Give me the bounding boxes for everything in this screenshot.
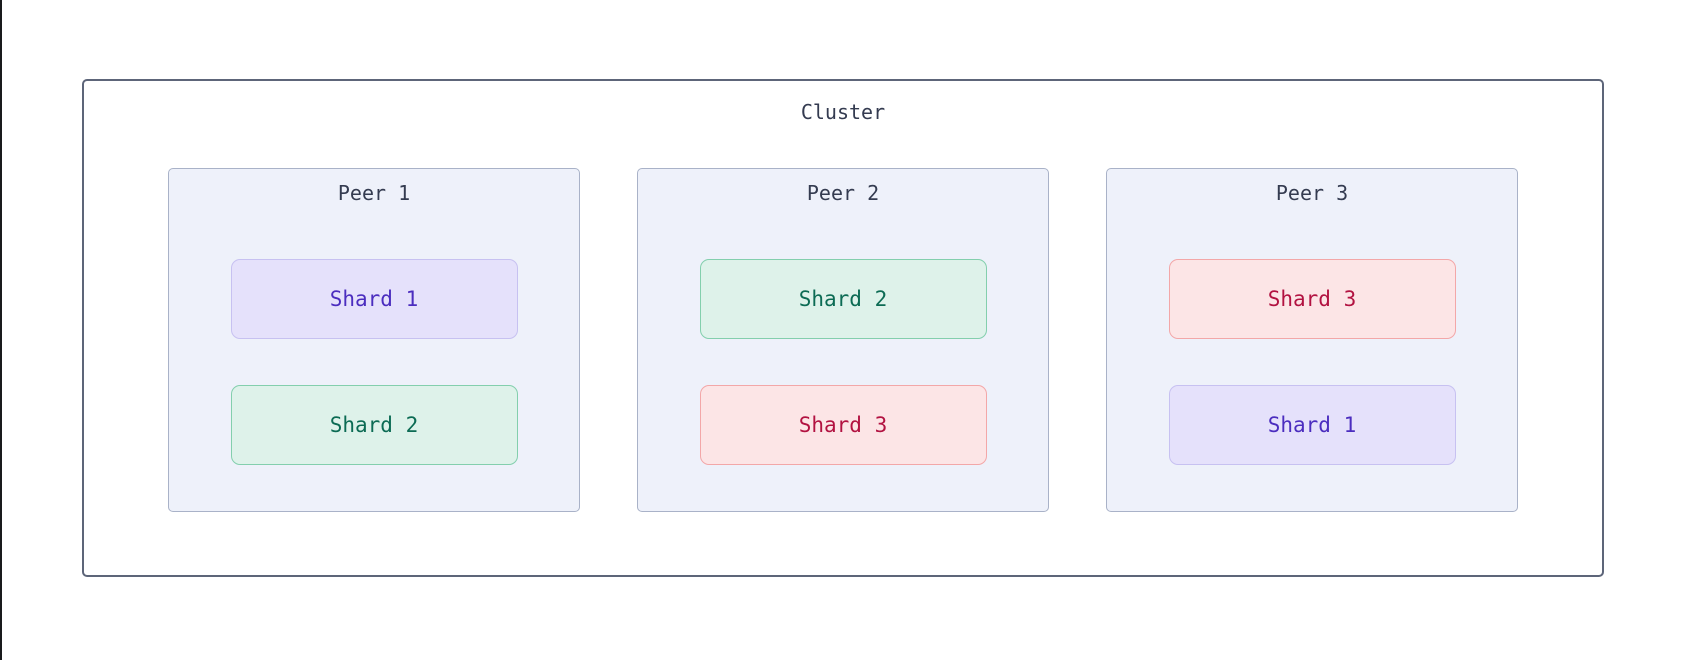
- shard-box: Shard 1: [230, 259, 518, 339]
- peer-3-label: Peer 3: [1275, 181, 1349, 205]
- peer-2-shards: Shard 2 Shard 3: [638, 259, 1048, 465]
- peer-box-3: Peer 3 Shard 3 Shard 1: [1106, 168, 1518, 512]
- shard-box: Shard 1: [1168, 385, 1456, 465]
- peer-1-shards: Shard 1 Shard 2: [169, 259, 579, 465]
- left-edge-line: [0, 0, 2, 660]
- shard-box: Shard 3: [1168, 259, 1456, 339]
- shard-box: Shard 2: [230, 385, 518, 465]
- peer-box-2: Peer 2 Shard 2 Shard 3: [637, 168, 1049, 512]
- peers-row: Peer 1 Shard 1 Shard 2 Peer 2 Shard 2 Sh…: [84, 168, 1602, 512]
- peer-box-1: Peer 1 Shard 1 Shard 2: [168, 168, 580, 512]
- shard-box: Shard 3: [699, 385, 987, 465]
- cluster-box: Cluster Peer 1 Shard 1 Shard 2 Peer 2 Sh…: [82, 79, 1604, 577]
- cluster-label: Cluster: [800, 100, 886, 124]
- peer-3-shards: Shard 3 Shard 1: [1107, 259, 1517, 465]
- peer-2-label: Peer 2: [806, 181, 880, 205]
- peer-1-label: Peer 1: [337, 181, 411, 205]
- shard-box: Shard 2: [699, 259, 987, 339]
